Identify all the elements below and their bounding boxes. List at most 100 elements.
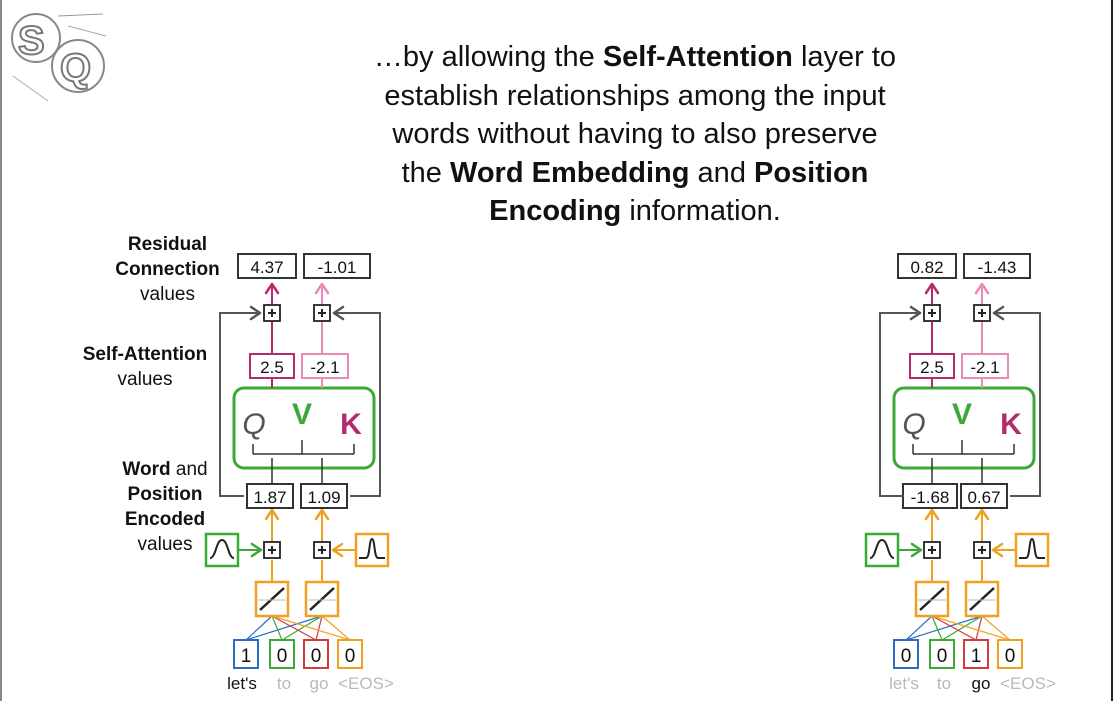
encoded-1-box <box>300 483 348 509</box>
one-hot-box-3 <box>337 639 363 669</box>
residual-skip-right-head <box>332 305 345 321</box>
word-1: to <box>937 674 951 693</box>
plus-to-res-head-0 <box>264 282 280 295</box>
net-line-1-1 <box>281 615 323 641</box>
word-1: to <box>277 674 291 693</box>
one-hot-value-0: 0 <box>901 646 912 667</box>
sine-arrow-head <box>910 542 923 558</box>
net-line-0-1 <box>245 615 323 641</box>
one-hot-value-3: 0 <box>1005 646 1016 667</box>
sine-wave-icon <box>209 538 235 559</box>
encoded-1-value: 1.09 <box>307 488 340 507</box>
one-hot-box-2 <box>303 639 329 669</box>
net-line-0-1 <box>905 615 983 641</box>
caption-part-2: layer to establish relationships among t… <box>384 41 897 189</box>
residual-skip-right-head <box>992 305 1005 321</box>
residual-0-value: 4.37 <box>250 258 283 277</box>
word-2: go <box>310 674 329 693</box>
residual-0-box <box>897 253 957 279</box>
caption-bold-3: Position Encoding <box>489 156 869 228</box>
right-edge <box>1111 0 1113 701</box>
net-line-2-0 <box>271 615 317 641</box>
residual-1-box <box>963 253 1031 279</box>
net-line-3-0 <box>271 615 351 641</box>
embedding-identity-1 <box>309 587 335 611</box>
word-position-label: Word and Position Encoded values <box>122 459 208 555</box>
net-line-2-1 <box>315 615 323 641</box>
net-line-3-1 <box>321 615 351 641</box>
one-hot-box-1 <box>269 639 295 669</box>
one-hot-box-2 <box>963 639 989 669</box>
residual-skip-left-head <box>909 305 922 321</box>
v-letter: V <box>952 398 972 431</box>
sine-wave-icon <box>869 538 895 559</box>
embedding-identity-0 <box>259 587 285 611</box>
residual-skip-left <box>879 312 919 497</box>
encoded-1-box <box>960 483 1008 509</box>
plus-to-res-head-0 <box>924 282 940 295</box>
net-line-0-0 <box>245 615 273 641</box>
self-attention-1-box <box>961 353 1009 379</box>
encoded-0-box <box>246 483 294 509</box>
residual-skip-right <box>995 312 1041 497</box>
self-attention-label: Self-Attention values <box>82 344 208 390</box>
caption-text: …by allowing the Self-Attention layer to… <box>370 38 900 231</box>
self-attention-block <box>892 386 1036 470</box>
residual-0-box <box>237 253 297 279</box>
residual-1-box <box>303 253 371 279</box>
word-3: <EOS> <box>1000 674 1056 693</box>
one-hot-value-1: 0 <box>277 646 288 667</box>
one-hot-box-3 <box>997 639 1023 669</box>
v-letter: V <box>292 398 312 431</box>
net-line-2-0 <box>931 615 977 641</box>
residual-1-value: -1.01 <box>318 258 357 277</box>
residual-skip-left <box>219 312 259 497</box>
plus-to-res-head-1 <box>974 282 990 295</box>
plus-to-res-head-1 <box>314 282 330 295</box>
q-letter: Q <box>242 408 265 441</box>
caption-part-4: information. <box>621 195 781 227</box>
caption-bold-2: Word Embedding <box>449 156 690 189</box>
bell-arrow-head <box>991 542 1004 558</box>
net-line-1-0 <box>931 615 943 641</box>
svg-text:Q: Q <box>60 46 91 90</box>
sine-box <box>864 532 900 568</box>
self-attention-block <box>232 386 376 470</box>
statquest-logo-icon: S Q <box>11 13 107 102</box>
plus-to-enc-head-1 <box>974 508 990 521</box>
word-3: <EOS> <box>338 674 394 693</box>
encoded-0-value: -1.68 <box>911 488 950 507</box>
word-0: let's <box>227 674 257 693</box>
bell-curve-icon <box>359 537 385 559</box>
q-letter: Q <box>902 408 925 441</box>
net-line-3-0 <box>931 615 1011 641</box>
plus-to-enc-head-0 <box>924 508 940 521</box>
k-letter: K <box>340 408 362 441</box>
plus-to-enc-head-1 <box>314 508 330 521</box>
left-edge <box>0 0 2 701</box>
k-letter: K <box>1000 408 1022 441</box>
self-attention-1-value: -2.1 <box>310 358 339 377</box>
residual-skip-right <box>335 312 381 497</box>
residual-1-value: -1.43 <box>978 258 1017 277</box>
one-hot-value-1: 0 <box>937 646 948 667</box>
one-hot-value-0: 1 <box>241 646 252 667</box>
encoded-1-value: 0.67 <box>967 488 1000 507</box>
residual-label: Residual Connection values <box>115 234 220 305</box>
plus-to-enc-head-0 <box>264 508 280 521</box>
svg-text:S: S <box>18 19 45 63</box>
self-attention-1-box <box>301 353 349 379</box>
word-2: go <box>972 674 991 693</box>
one-hot-value-3: 0 <box>345 646 356 667</box>
caption-part-1: …by allowing the <box>373 41 603 73</box>
caption-part-3: and <box>689 156 754 189</box>
bell-arrow-head <box>331 542 344 558</box>
residual-skip-left-head <box>249 305 262 321</box>
sine-arrow-head <box>250 542 263 558</box>
self-attention-1-value: -2.1 <box>970 358 999 377</box>
self-attention-0-value: 2.5 <box>920 358 944 377</box>
one-hot-value-2: 0 <box>311 646 322 667</box>
